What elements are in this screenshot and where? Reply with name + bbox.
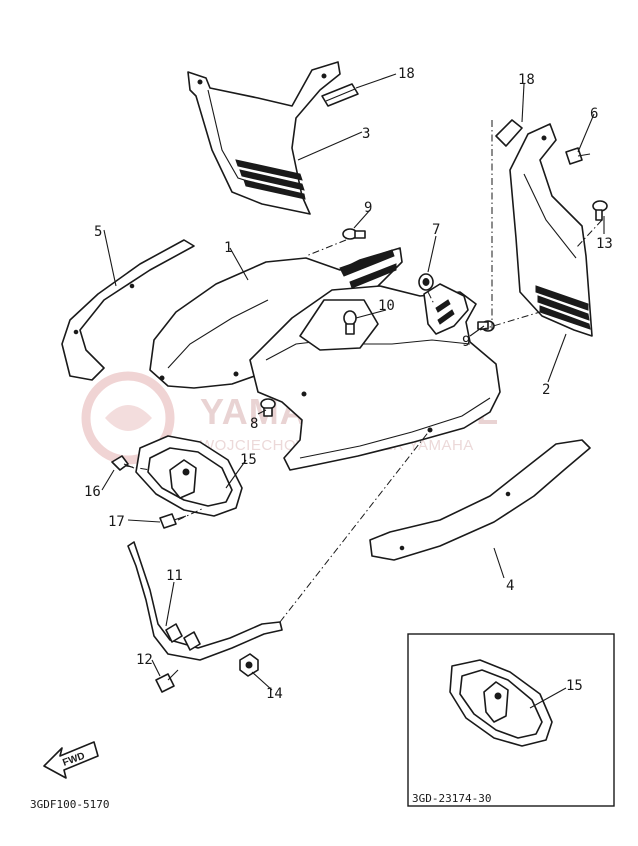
part-3-side-cover-left[interactable] bbox=[187, 61, 341, 215]
inset-part-15-light-guard[interactable] bbox=[449, 659, 553, 747]
callout-18: 18 bbox=[518, 72, 535, 88]
front-fender[interactable] bbox=[249, 283, 501, 471]
part-5-side-strip[interactable] bbox=[61, 239, 195, 381]
part-2-side-cover-right[interactable] bbox=[509, 123, 593, 337]
callout-15: 15 bbox=[240, 452, 257, 468]
callout-4: 4 bbox=[506, 578, 514, 594]
assembly-lines bbox=[125, 120, 603, 623]
part-7-grommet[interactable] bbox=[418, 273, 434, 291]
part-9-screw-upper[interactable] bbox=[342, 228, 366, 240]
callout-1: 1 bbox=[224, 240, 232, 256]
watermark-logo bbox=[81, 371, 175, 465]
callout-8: 8 bbox=[250, 416, 258, 432]
part-12-bolt[interactable] bbox=[155, 669, 179, 693]
part-1-rear-fender[interactable] bbox=[149, 247, 403, 389]
callout-6: 6 bbox=[590, 106, 598, 122]
leader-lines bbox=[101, 73, 605, 691]
callout-14: 14 bbox=[266, 686, 283, 702]
part-17-bolt[interactable] bbox=[159, 513, 187, 529]
callout-9: 9 bbox=[364, 200, 372, 216]
part-6-bolt[interactable] bbox=[565, 147, 591, 165]
fwd-arrow-icon: FWD bbox=[43, 741, 99, 779]
inset-part-number: 3GD-23174-30 bbox=[412, 792, 491, 805]
callout-10: 10 bbox=[378, 298, 395, 314]
inset-box: 15 3GD-23174-30 bbox=[407, 633, 615, 807]
callout-11: 11 bbox=[166, 568, 183, 584]
callout-5: 5 bbox=[94, 224, 102, 240]
callout-7: 7 bbox=[432, 222, 440, 238]
part-11-bracket[interactable] bbox=[127, 541, 283, 661]
part-8-screw[interactable] bbox=[260, 398, 276, 417]
part-4-side-strip[interactable] bbox=[369, 439, 591, 561]
part-18-pad-left[interactable] bbox=[321, 83, 359, 107]
part-18-pad-right[interactable] bbox=[495, 119, 523, 147]
inset-callout-15: 15 bbox=[566, 678, 583, 694]
watermark-logo-mark bbox=[105, 405, 152, 431]
callout-3: 3 bbox=[362, 126, 370, 142]
callout-12: 12 bbox=[136, 652, 153, 668]
diagram-code: 3GDF100-5170 bbox=[30, 798, 109, 811]
part-14-nut[interactable] bbox=[239, 653, 259, 677]
callout-labels: 18 3 18 6 5 1 9 7 13 10 9 2 8 15 16 17 4… bbox=[84, 66, 613, 702]
callout-13: 13 bbox=[596, 236, 613, 252]
callout-9: 9 bbox=[462, 334, 470, 350]
callout-2: 2 bbox=[542, 382, 550, 398]
part-15-light-guard[interactable] bbox=[135, 435, 243, 517]
part-10-fitting[interactable] bbox=[343, 310, 357, 335]
part-13-screw[interactable] bbox=[592, 200, 608, 221]
callout-18: 18 bbox=[398, 66, 415, 82]
callout-17: 17 bbox=[108, 514, 125, 530]
callout-16: 16 bbox=[84, 484, 101, 500]
